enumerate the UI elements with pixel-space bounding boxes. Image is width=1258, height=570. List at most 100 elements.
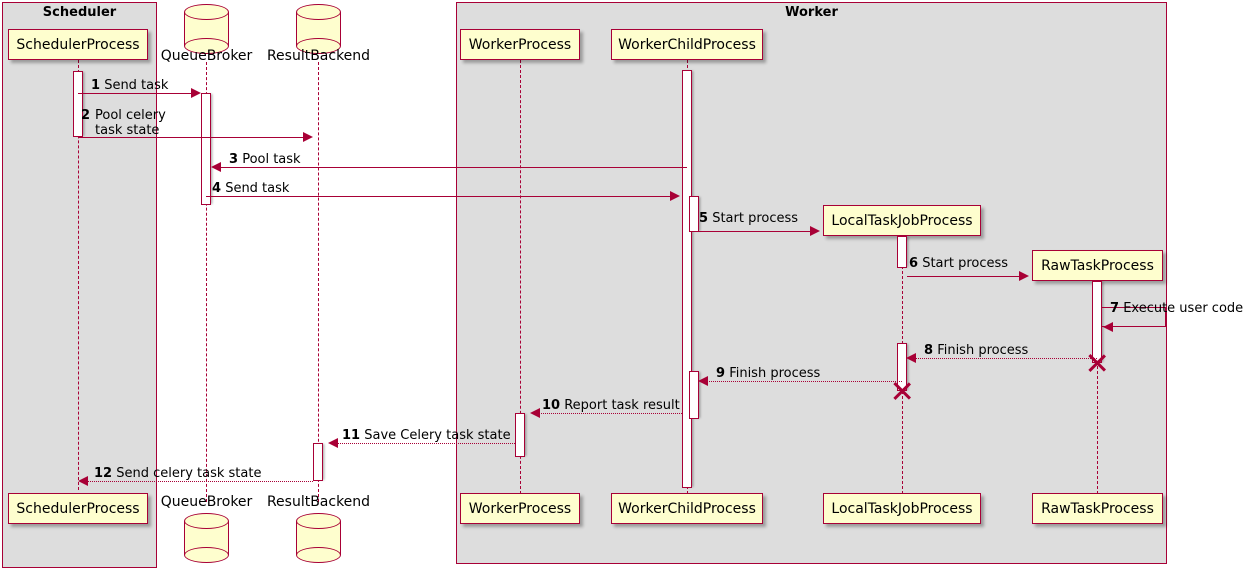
message-11-arrowhead	[328, 438, 338, 448]
participant-local-task-job-process-bottom[interactable]: LocalTaskJobProcess	[823, 493, 981, 524]
participant-label: WorkerProcess	[468, 36, 572, 53]
message-9-line	[707, 381, 902, 382]
message-1-text: Send task	[104, 78, 169, 93]
message-3-seq: 3	[229, 152, 239, 167]
participant-worker-child-process-top[interactable]: WorkerChildProcess	[611, 29, 763, 60]
message-11-text: Save Celery task state	[364, 428, 511, 443]
participant-scheduler-process-bottom[interactable]: SchedulerProcess	[8, 493, 148, 524]
participant-queue-broker-bottom-label: QueueBroker	[160, 494, 253, 510]
participant-queue-broker-bottom[interactable]	[184, 513, 232, 566]
participant-label: LocalTaskJobProcess	[831, 212, 973, 229]
message-4-label: 4 Send task	[212, 181, 289, 196]
message-4-seq: 4	[212, 181, 222, 196]
message-12-line	[87, 481, 313, 482]
message-8-text: Finish process	[937, 343, 1029, 358]
activation-local-task-job-process-start	[897, 236, 907, 268]
participant-result-backend-top[interactable]	[296, 4, 344, 57]
message-8-label: 8 Finish process	[924, 343, 1028, 358]
message-10-text: Report task result	[564, 398, 680, 413]
message-4-text: Send task	[225, 181, 290, 196]
participant-label: LocalTaskJobProcess	[831, 500, 973, 517]
message-11-seq: 11	[342, 428, 361, 443]
message-1-line	[78, 93, 193, 94]
participant-raw-task-process-top[interactable]: RawTaskProcess	[1032, 250, 1163, 281]
message-6-arrowhead	[1019, 271, 1029, 281]
message-9-seq: 9	[716, 366, 726, 381]
participant-queue-broker-top[interactable]	[184, 4, 232, 57]
participant-worker-process-top[interactable]: WorkerProcess	[460, 29, 580, 60]
message-5-arrowhead	[810, 226, 820, 236]
message-9-arrowhead	[698, 376, 708, 386]
message-11-line	[337, 443, 515, 444]
participant-scheduler-process-top[interactable]: SchedulerProcess	[8, 29, 148, 60]
activation-worker-child-process-nested	[689, 196, 699, 232]
participant-label: WorkerChildProcess	[618, 500, 756, 517]
lifeline-result-backend	[318, 62, 319, 502]
message-2-line	[78, 137, 305, 138]
message-5-line	[699, 231, 812, 232]
participant-queue-broker-top-label: QueueBroker	[160, 48, 253, 64]
message-3-label: 3 Pool task	[229, 152, 301, 167]
participant-result-backend-top-label: ResultBackend	[266, 48, 371, 64]
group-box-worker	[456, 2, 1167, 564]
participant-result-backend-bottom-label: ResultBackend	[266, 494, 371, 510]
message-8-arrowhead	[906, 353, 916, 363]
participant-label: SchedulerProcess	[16, 36, 140, 53]
message-5-seq: 5	[699, 211, 709, 226]
lifeline-queue-broker	[206, 62, 207, 502]
message-7-label: 7 Execute user code	[1110, 301, 1243, 316]
db-bottom-ellipse	[296, 547, 341, 563]
message-2-text-line1: Pool celery	[95, 108, 166, 123]
participant-result-backend-bottom[interactable]	[296, 513, 344, 566]
message-7-arrowhead	[1103, 322, 1113, 332]
participant-label: WorkerChildProcess	[618, 36, 756, 53]
message-10-seq: 10	[542, 398, 561, 413]
participant-label: RawTaskProcess	[1041, 257, 1154, 274]
message-1-label: 1 Send task	[91, 78, 168, 93]
db-bottom-ellipse	[296, 38, 341, 54]
destroy-marker-local-task-job-process	[891, 380, 913, 402]
message-3-arrowhead	[211, 162, 221, 172]
message-11-label: 11 Save Celery task state	[342, 428, 511, 443]
message-10-line	[539, 413, 682, 414]
lifeline-raw-task-process	[1097, 281, 1098, 494]
participant-worker-child-process-bottom[interactable]: WorkerChildProcess	[611, 493, 763, 524]
message-7-seq: 7	[1110, 301, 1120, 316]
activation-queue-broker	[201, 93, 211, 205]
message-5-label: 5 Start process	[699, 211, 798, 226]
db-top-ellipse	[296, 513, 341, 529]
message-2-label: 2 Pool celery task state	[81, 108, 166, 138]
message-6-label: 6 Start process	[909, 256, 1008, 271]
message-6-line	[907, 276, 1021, 277]
group-title-worker: Worker	[785, 5, 838, 20]
activation-worker-child-process-report	[689, 371, 699, 419]
message-5-text: Start process	[712, 211, 799, 226]
message-12-label: 12 Send celery task state	[94, 466, 261, 481]
participant-label: WorkerProcess	[468, 500, 572, 517]
message-9-text: Finish process	[729, 366, 821, 381]
db-top-ellipse	[184, 4, 229, 20]
destroy-marker-raw-task-process	[1086, 352, 1108, 374]
message-8-seq: 8	[924, 343, 934, 358]
db-top-ellipse	[296, 4, 341, 20]
participant-local-task-job-process-top[interactable]: LocalTaskJobProcess	[823, 205, 981, 236]
participant-raw-task-process-bottom[interactable]: RawTaskProcess	[1032, 493, 1163, 524]
participant-label: RawTaskProcess	[1041, 500, 1154, 517]
activation-worker-process	[515, 413, 525, 457]
message-2-text-line2: task state	[95, 123, 160, 138]
group-title-scheduler: Scheduler	[42, 5, 117, 20]
participant-worker-process-bottom[interactable]: WorkerProcess	[460, 493, 580, 524]
lifeline-worker-process	[520, 60, 521, 494]
activation-raw-task-process	[1092, 281, 1102, 363]
lifeline-scheduler-process	[78, 60, 79, 490]
message-7-self-loop	[1102, 307, 1166, 327]
message-10-arrowhead	[530, 408, 540, 418]
message-12-arrowhead	[78, 476, 88, 486]
message-3-line	[220, 167, 687, 168]
activation-worker-child-process-main	[682, 70, 692, 488]
message-10-label: 10 Report task result	[542, 398, 680, 413]
message-2-seq: 2	[81, 108, 91, 123]
message-2-arrowhead	[303, 132, 313, 142]
message-6-text: Start process	[922, 256, 1009, 271]
